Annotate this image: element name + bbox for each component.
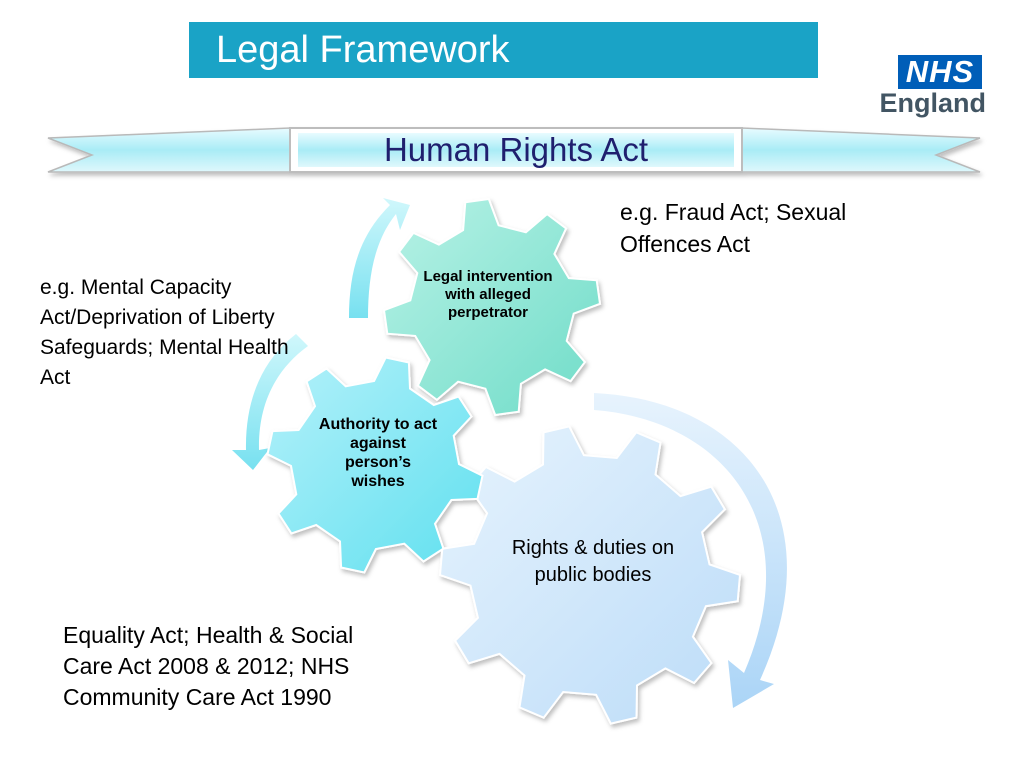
nhs-logo-badge: NHS (898, 55, 982, 89)
gear-label-legal: Legal intervention with alleged perpetra… (423, 268, 553, 321)
banner-title: Human Rights Act (384, 131, 648, 168)
note-mental-capacity-act: e.g. Mental Capacity Act/Deprivation of … (40, 276, 289, 389)
gear-legal-intervention (382, 197, 602, 417)
gear-label-rights: Rights & duties on public bodies (511, 537, 675, 586)
banner-ribbon (47, 127, 981, 173)
note-fraud-act: e.g. Fraud Act; Sexual Offences Act (620, 199, 847, 257)
nhs-logo-england: England (879, 88, 987, 118)
gear-authority (266, 356, 484, 574)
arrow-up-right (349, 198, 410, 318)
gear-label-authority: Authority to act against person’s wishes (318, 416, 438, 490)
arrow-left-down (232, 334, 308, 470)
title-bar: Legal Framework (189, 22, 818, 78)
note-equality-act: Equality Act; Health & Social Care Act 2… (63, 622, 354, 710)
gear-rights-duties (438, 425, 742, 725)
page-title: Legal Framework (216, 29, 510, 71)
cycle-arrows (232, 198, 787, 708)
arrow-right-down (594, 393, 787, 708)
